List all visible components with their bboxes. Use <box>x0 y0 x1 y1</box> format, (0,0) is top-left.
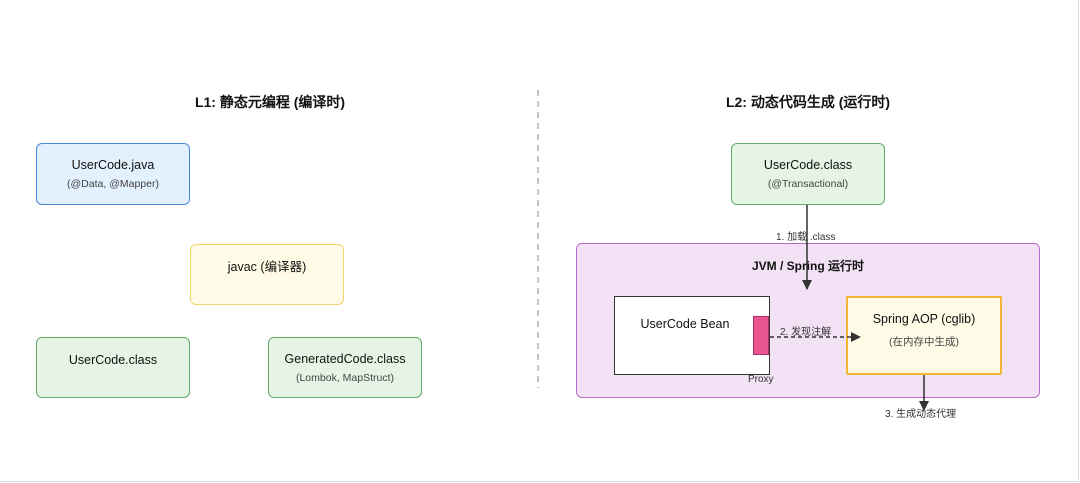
generated-code-label: GeneratedCode.class <box>284 351 406 366</box>
step3-generate-label: 3. 生成动态代理 <box>885 409 957 420</box>
usercode-java-annotations: (@Data, @Mapper) <box>67 178 159 190</box>
step2-discover-label: 2. 发现注解 <box>780 327 832 338</box>
right-panel-title: L2: 动态代码生成 (运行时) <box>725 94 891 110</box>
step1-load-label: 1. 加载 .class <box>776 232 836 243</box>
proxy-label: Proxy <box>748 374 774 385</box>
usercode-class-annotation: (@Transactional) <box>767 178 849 190</box>
usercode-java-node: UserCode.java (@Data, @Mapper) <box>36 143 190 205</box>
usercode-java-label: UserCode.java <box>71 158 155 172</box>
proxy-marker <box>753 316 769 355</box>
usercode-bean-label: UserCode Bean <box>640 317 730 331</box>
javac-compiler-label: javac (编译器) <box>227 260 307 274</box>
generated-code-node: GeneratedCode.class (Lombok, MapStruct) <box>268 337 422 398</box>
spring-aop-subtitle: (在内存中生成) <box>889 336 959 348</box>
usercode-class-label: UserCode.class <box>763 158 853 172</box>
jvm-runtime-title: JVM / Spring 运行时 <box>751 259 864 273</box>
spring-aop-label: Spring AOP (cglib) <box>872 312 976 326</box>
usercode-class-output-label: UserCode.class <box>68 352 158 367</box>
javac-compiler-node: javac (编译器) <box>190 244 344 305</box>
generated-code-tools: (Lombok, MapStruct) <box>295 371 395 384</box>
usercode-bean-node: UserCode Bean <box>614 296 770 375</box>
usercode-class-node: UserCode.class (@Transactional) <box>731 143 885 205</box>
usercode-class-output-node: UserCode.class <box>36 337 190 398</box>
left-panel-title: L1: 静态元编程 (编译时) <box>194 94 346 110</box>
spring-aop-node: Spring AOP (cglib) (在内存中生成) <box>846 296 1002 375</box>
